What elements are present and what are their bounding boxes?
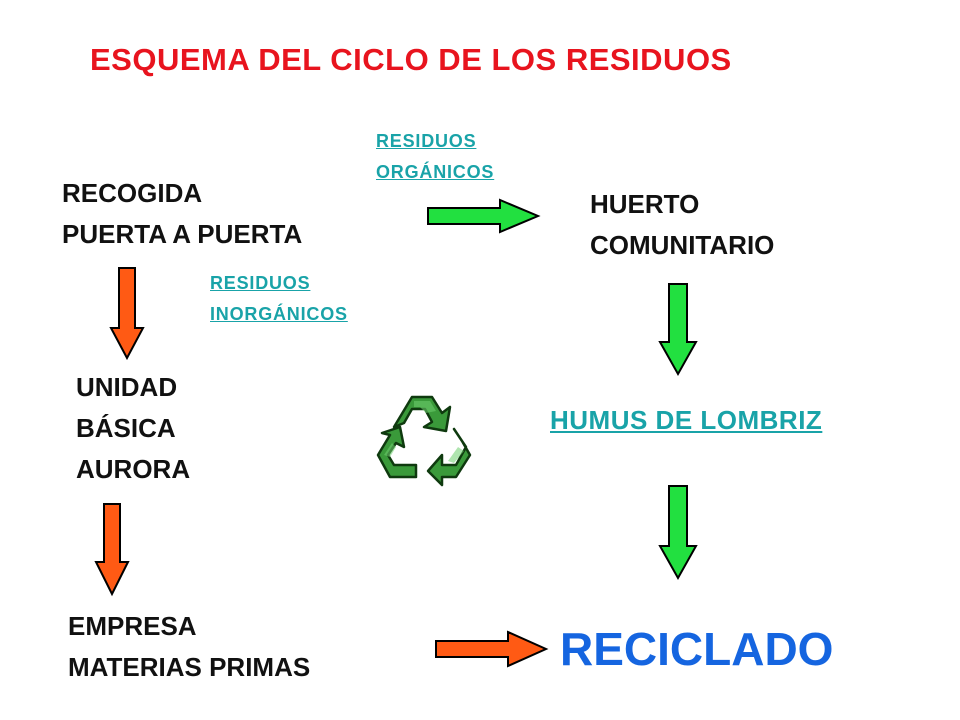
recycle-icon bbox=[376, 395, 472, 487]
node-empresa-materias-primas: EMPRESA MATERIAS PRIMAS bbox=[68, 611, 311, 682]
node-unidad-basica-aurora: UNIDAD BÁSICA AURORA bbox=[76, 372, 191, 484]
arrow-unidad-to-empresa bbox=[94, 503, 130, 597]
arrow-empresa-to-reciclado bbox=[435, 630, 549, 668]
link-residuos-inorganicos[interactable]: RESIDUOS INORGÁNICOS bbox=[210, 273, 348, 324]
node-reciclado: RECICLADO bbox=[560, 623, 834, 675]
arrow-humus-to-reciclado bbox=[658, 485, 698, 581]
node-recogida-puerta-a-puerta: RECOGIDA PUERTA A PUERTA bbox=[62, 178, 303, 249]
arrow-recogida-to-unidad bbox=[109, 267, 145, 361]
link-residuos-organicos[interactable]: RESIDUOS ORGÁNICOS bbox=[376, 131, 495, 182]
arrow-recogida-to-huerto bbox=[427, 198, 541, 234]
arrow-huerto-to-humus bbox=[658, 283, 698, 377]
link-humus-de-lombriz[interactable]: HUMUS DE LOMBRIZ bbox=[550, 405, 823, 435]
diagram-title: ESQUEMA DEL CICLO DE LOS RESIDUOS bbox=[90, 42, 732, 77]
node-huerto-comunitario: HUERTO COMUNITARIO bbox=[590, 189, 775, 260]
